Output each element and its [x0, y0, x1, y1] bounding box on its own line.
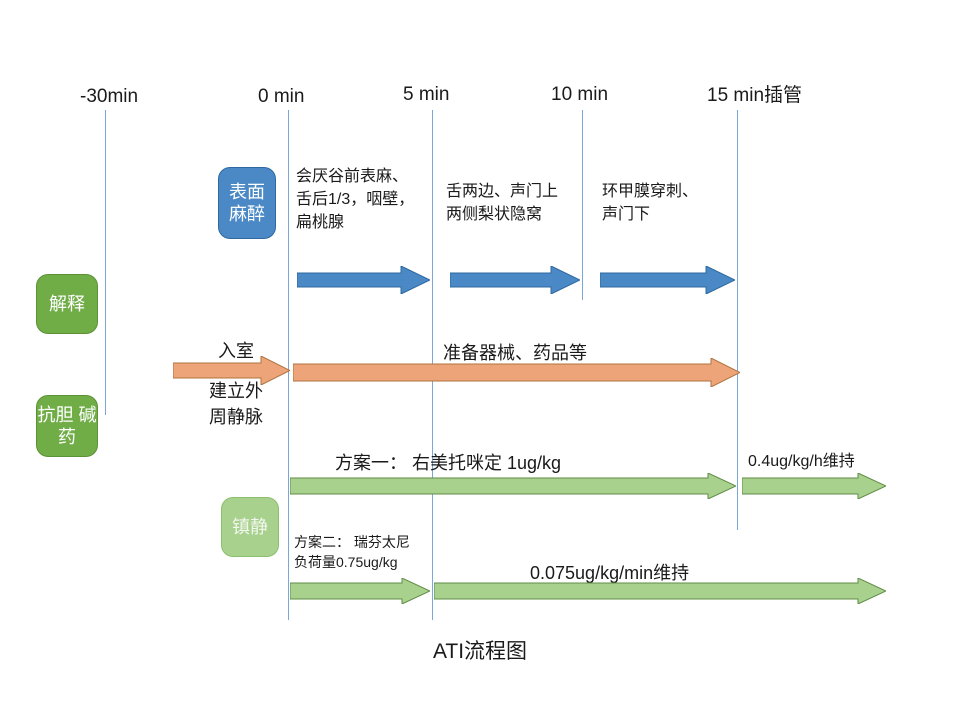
- iv-label-below: 建立外 周静脉: [209, 381, 263, 428]
- green-arrow-plan-two-maintain: [434, 578, 886, 604]
- timeline-vline-4: [582, 110, 583, 300]
- sedation-plan-two-label: 方案二： 瑞芬太尼 负荷量0.75ug/kg: [294, 534, 410, 570]
- timeline-tick-label-2: 0 min: [258, 86, 305, 107]
- diagram-title: ATI流程图: [432, 640, 528, 663]
- row-label-anticholinergic[interactable]: 抗胆 碱药: [36, 395, 98, 457]
- timeline-vline-2: [288, 110, 289, 620]
- blue-arrow-1: [297, 266, 430, 294]
- row-label-explanation[interactable]: 解释: [36, 274, 98, 334]
- timeline-tick-label-4: 10 min: [551, 84, 609, 105]
- row-label-topical-anesthesia-text: 表面 麻醉: [229, 181, 265, 225]
- iv-label-above: 入室: [218, 341, 254, 361]
- topical-note-1: 会厌谷前表麻、 舌后1/3，咽壁， 扁桃腺: [296, 168, 415, 232]
- row-label-sedation[interactable]: 镇静: [221, 497, 279, 557]
- orange-arrow-entry: [173, 356, 290, 385]
- blue-arrow-2: [450, 266, 580, 294]
- topical-note-3: 环甲膜穿刺、 声门下: [602, 183, 699, 224]
- row-label-topical-anesthesia[interactable]: 表面 麻醉: [218, 167, 276, 239]
- row-label-sedation-text: 镇静: [232, 516, 268, 537]
- timeline-tick-label-5: 15 min插管: [707, 85, 803, 106]
- preparation-note: 准备器械、药品等: [443, 343, 587, 363]
- sedation-plan-two-maintain-label: 0.075ug/kg/min维持: [530, 563, 690, 583]
- green-arrow-plan-two: [290, 578, 430, 604]
- topical-note-2: 舌两边、声门上 两侧梨状隐窝: [446, 183, 559, 224]
- blue-arrow-3: [600, 266, 735, 294]
- row-label-anticholinergic-text: 抗胆 碱药: [37, 404, 97, 448]
- sedation-plan-one-maintain-label: 0.4ug/kg/h维持: [748, 453, 855, 470]
- sedation-plan-one-label: 方案一： 右美托咪定 1ug/kg: [335, 453, 562, 473]
- green-arrow-plan-one-maintain: [742, 473, 886, 499]
- timeline-vline-5: [737, 110, 738, 530]
- row-label-explanation-text: 解释: [49, 293, 85, 314]
- orange-arrow-preparation: [293, 358, 740, 387]
- timeline-vline-1: [105, 110, 106, 415]
- timeline-tick-label-3: 5 min: [403, 84, 450, 105]
- green-arrow-plan-one: [290, 473, 736, 499]
- timeline-tick-label-1: -30min: [80, 86, 139, 107]
